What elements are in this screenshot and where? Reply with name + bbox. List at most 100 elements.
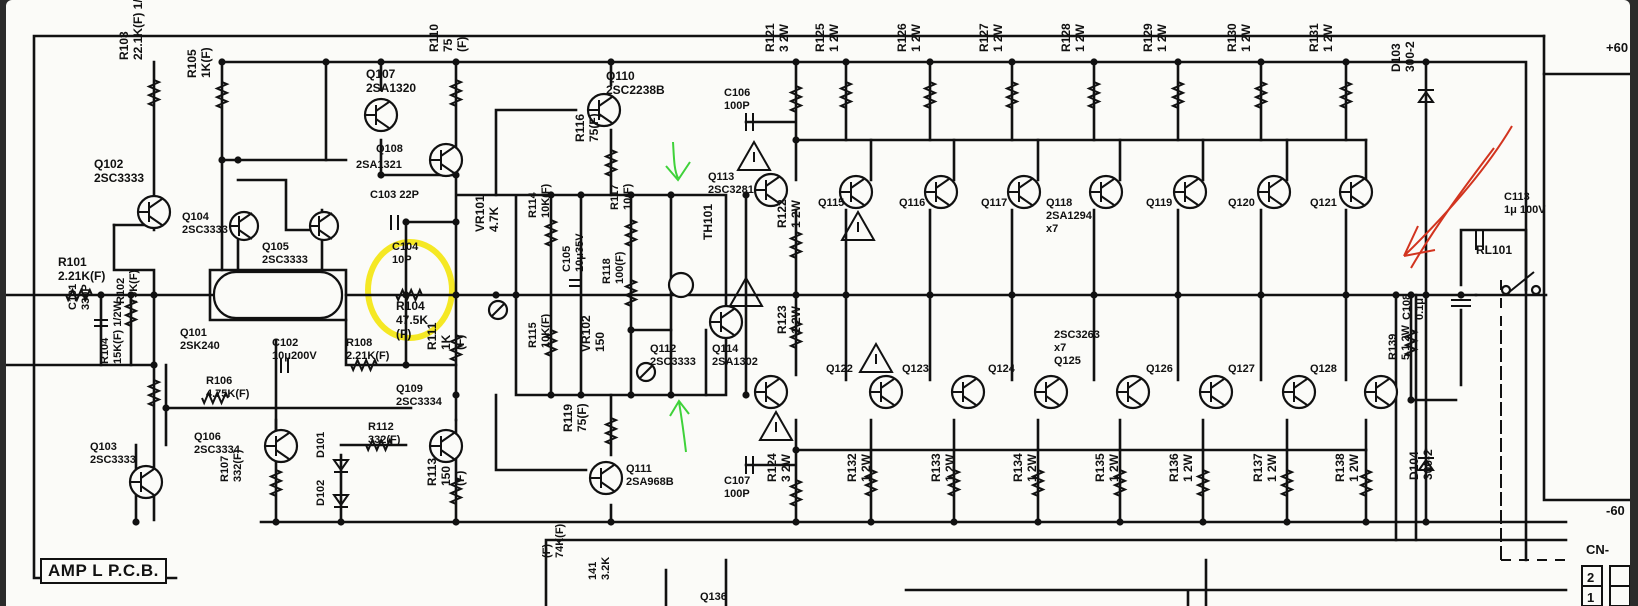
- label-r114-line: 10K(F): [540, 183, 552, 218]
- junction-dot: [1008, 58, 1016, 66]
- label-q114-line: Q114: [712, 343, 739, 355]
- junction-dot: [452, 218, 460, 226]
- transistor-symbol: [1088, 174, 1124, 210]
- resistor-zigzag: [1030, 469, 1046, 497]
- label-r101-line: 2.21K(F): [58, 269, 105, 283]
- junction-dot: [402, 291, 410, 299]
- label-r111-line: 1K: [439, 334, 453, 350]
- label-q108b: 2SA1321: [356, 159, 402, 171]
- transistor-symbols: [128, 92, 1399, 500]
- label-r125-line: R125: [813, 23, 827, 52]
- label-r118-line: 100(F): [614, 251, 626, 284]
- label-r104top-line: 47.5K: [396, 313, 428, 327]
- label-partial3: Q136: [700, 591, 727, 603]
- label-c108-line: 0.1μ: [1414, 298, 1426, 320]
- label-r136-line: 1 2W: [1181, 453, 1195, 482]
- label-q121-line: Q121: [1310, 197, 1337, 209]
- label-q104-line: Q104: [182, 211, 210, 223]
- junction-dot: [742, 391, 750, 399]
- label-c105-line: 10μ35V: [574, 233, 586, 272]
- transistor-symbol: [753, 374, 789, 410]
- label-c107-line: 100P: [724, 488, 750, 500]
- junction-dot: [272, 518, 280, 526]
- label-r110-line: 75: [441, 38, 455, 52]
- resistor-zigzag: [1338, 81, 1354, 109]
- junction-dot: [1392, 291, 1400, 299]
- resistor-zigzag: [268, 469, 284, 497]
- label-vr101-line: VR101: [473, 195, 487, 232]
- junction-dot: [1008, 291, 1016, 299]
- label-q125-line: Q125: [1054, 355, 1081, 367]
- label-r116-line: R116: [573, 114, 587, 142]
- label-q112-line: 2SC3333: [650, 356, 696, 368]
- label-vr102-line: 150: [593, 332, 607, 352]
- junction-dot: [792, 446, 800, 454]
- resistor-zigzag: [543, 329, 559, 357]
- label-r102-line: 75K(F): [128, 269, 140, 304]
- label-r132-line: 1 2W: [859, 453, 873, 482]
- junction-dot: [322, 58, 330, 66]
- resistor-zigzag: [1170, 81, 1186, 109]
- label-q116: Q116: [899, 197, 925, 209]
- label-r103-line: 22.1K(F) 1/2W: [131, 0, 145, 60]
- label-partial1-line: 74K(F): [554, 523, 566, 558]
- label-q107-line: 2SA1320: [366, 81, 416, 95]
- label-q124: Q124: [988, 363, 1016, 375]
- junction-dot: [402, 361, 410, 369]
- label-q120: Q120: [1228, 197, 1255, 209]
- label-q119-line: Q119: [1146, 197, 1172, 209]
- junction-dot: [792, 58, 800, 66]
- junction-dot: [792, 291, 800, 299]
- transistor-symbol: [363, 97, 399, 133]
- label-r127-line: R127: [977, 23, 991, 52]
- resistor-zigzag: [788, 231, 804, 259]
- label-r110-line: R110: [427, 24, 441, 52]
- junction-dot: [1199, 518, 1207, 526]
- label-q106-line: Q106: [194, 431, 221, 443]
- junction-dot: [452, 291, 460, 299]
- label-r115-line: 10K(F): [540, 313, 552, 348]
- junction-dot: [1257, 291, 1265, 299]
- label-r126-line: 1 2W: [909, 23, 923, 52]
- label-r104top-line: (F): [396, 327, 411, 341]
- label-q105-line: 2SC3333: [262, 254, 308, 266]
- resistor-zigzag: [1403, 329, 1419, 357]
- junction-dot: [452, 58, 460, 66]
- label-r102-line: R102: [115, 278, 127, 304]
- transistor-symbol: [588, 460, 624, 496]
- label-q101-line: 2SK240: [180, 340, 220, 352]
- label-vr102-line: VR102: [579, 315, 593, 352]
- label-r123-line: 1 2W: [789, 305, 803, 334]
- junction-dot: [218, 58, 226, 66]
- junction-dot: [842, 58, 850, 66]
- label-r117-line: R117: [609, 184, 621, 210]
- label-r137-line: 1 2W: [1265, 453, 1279, 482]
- junction-dot: [1362, 518, 1370, 526]
- transistor-symbol: [308, 210, 340, 242]
- label-c107-line: C107: [724, 475, 750, 487]
- resistor-zigzag: [543, 219, 559, 247]
- resistor-zigzag: [603, 417, 619, 445]
- label-r106-line: 4.75K(F): [206, 388, 250, 400]
- board-label: AMP L P.C.B.: [40, 558, 167, 584]
- label-q116-line: Q116: [899, 197, 925, 209]
- warning-icons: [728, 139, 894, 441]
- green-arrows: [665, 141, 691, 453]
